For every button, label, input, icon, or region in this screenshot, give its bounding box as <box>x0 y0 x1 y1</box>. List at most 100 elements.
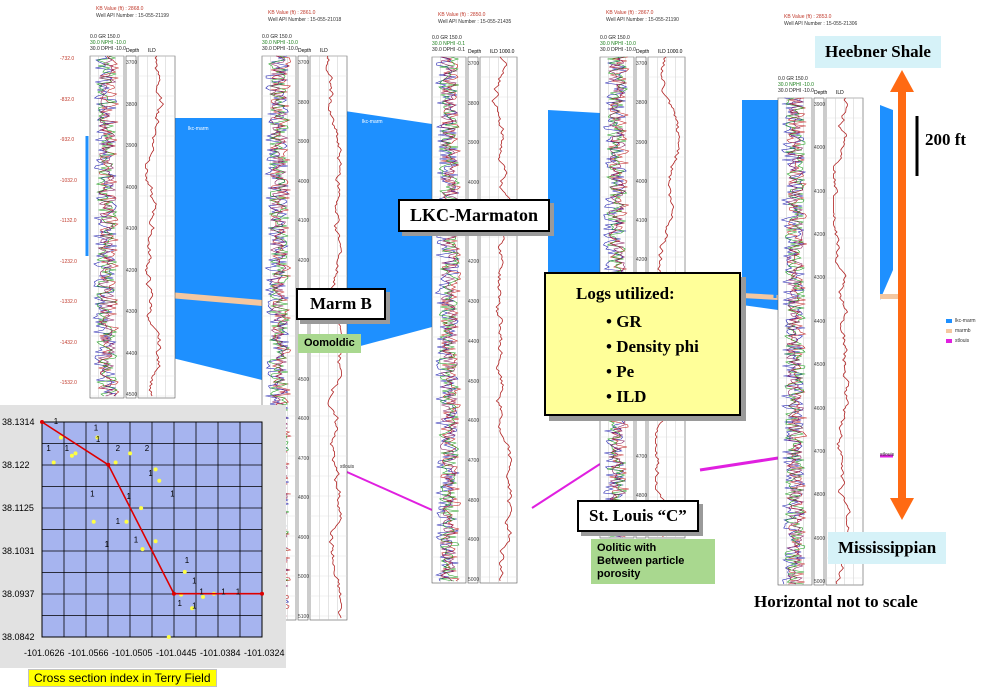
depth-label: 4000 <box>636 178 648 185</box>
elevation-label: -732.0 <box>60 56 75 62</box>
ild-header: ILD <box>148 48 156 54</box>
marm-b-band <box>742 293 778 300</box>
depth-header: Depth <box>126 48 140 54</box>
depth-label: 4500 <box>468 378 480 385</box>
depth-label: 4100 <box>126 226 138 232</box>
mississippian-label: Mississippian <box>828 532 947 564</box>
logs-item: • ILD <box>606 387 647 406</box>
ild-curve <box>832 97 851 585</box>
logs-item: • Pe <box>606 362 635 381</box>
oolitic-label: Oolitic with Between particle porosity <box>591 539 715 584</box>
kb-value: KB Value (ft) : 2868.0 <box>96 6 144 12</box>
depth-label: 4100 <box>814 188 826 195</box>
well-location-dot <box>153 539 158 544</box>
depth-label: 4500 <box>298 376 310 383</box>
log-curve <box>785 97 805 585</box>
depth-column <box>467 56 479 584</box>
well-count-label: 1 <box>199 588 204 597</box>
elevation-label: -1432.0 <box>60 339 77 346</box>
well-count-label: 1 <box>46 444 51 453</box>
well-count-label: 1 <box>185 556 190 565</box>
depth-label: 4600 <box>298 416 310 423</box>
depth-label: 3800 <box>126 101 138 108</box>
api-number: Well API Number : 15-055-21018 <box>268 17 342 23</box>
depth-header: Depth <box>298 48 312 54</box>
depth-label: 4200 <box>636 257 648 264</box>
ild-curve <box>491 56 512 582</box>
curve-scale: 30.0 NPHI -10.0 <box>778 82 814 88</box>
oomoldic-label: Oomoldic <box>298 334 361 353</box>
depth-column <box>813 97 825 586</box>
ild-header: ILD 1000.0 <box>490 49 515 55</box>
depth-label: 4300 <box>468 299 480 306</box>
depth-label: 3700 <box>298 60 310 66</box>
map-x-tick: -101.0626 <box>24 648 65 658</box>
lkc-top-tag: lkc-marm <box>362 119 383 125</box>
depth-label: 4400 <box>814 318 826 325</box>
map-x-tick: -101.0324 <box>244 648 285 658</box>
curve-scale: 0.0 GR 150.0 <box>600 35 630 41</box>
lkc-marmaton-band <box>880 105 893 300</box>
map-y-tick: 38.1125 <box>2 503 34 513</box>
depth-label: 3700 <box>468 61 480 67</box>
depth-label: 3900 <box>814 102 826 108</box>
kb-value: KB Value (ft) : 2867.0 <box>606 10 654 16</box>
well-location-dot <box>58 435 63 440</box>
depth-column <box>125 55 137 399</box>
depth-label: 3900 <box>298 139 310 146</box>
curve-scale: 0.0 GR 150.0 <box>778 76 808 82</box>
kb-value: KB Value (ft) : 2861.0 <box>268 10 316 16</box>
logs-item: • GR <box>606 312 642 331</box>
depth-label: 3900 <box>468 140 480 147</box>
well-location-dot <box>139 506 144 511</box>
oolitic-line: porosity <box>597 568 641 580</box>
depth-label: 4600 <box>814 405 826 412</box>
map-y-tick: 38.1031 <box>2 546 35 556</box>
curve-scale: 30.0 NPHI -10.0 <box>90 40 126 46</box>
well-count-label: 1 <box>178 599 183 608</box>
depth-label: 4800 <box>814 492 826 499</box>
well-count-label: 1 <box>170 490 175 499</box>
ild-header: ILD 1000.0 <box>658 49 683 55</box>
curve-scale: 30.0 DPHI -10.0 <box>90 46 126 52</box>
depth-label: 4300 <box>814 275 826 282</box>
api-number: Well API Number : 15-055-21306 <box>784 21 858 27</box>
lkc-marmaton-callout: LKC-Marmaton <box>398 199 550 232</box>
curve-scale: 30.0 NPHI -10.0 <box>262 40 298 46</box>
depth-label: 4100 <box>636 218 648 224</box>
api-number: Well API Number : 15-055-21435 <box>438 19 512 25</box>
well-location-dot <box>69 453 74 458</box>
log-curve <box>439 56 459 582</box>
well-location-dot <box>95 435 100 440</box>
scale-label: 200 ft <box>925 130 967 149</box>
depth-label: 3800 <box>636 100 648 107</box>
depth-label: 4600 <box>636 414 648 421</box>
well-count-label: 1 <box>236 588 241 597</box>
curve-scale: 30.0 DPHI -10.0 <box>778 88 814 94</box>
well-location-dot <box>201 594 205 599</box>
oolitic-line: Oolitic with <box>597 542 657 554</box>
depth-label: 4200 <box>298 257 310 264</box>
well-count-label: 2 <box>116 444 121 453</box>
cross-section-well <box>106 462 111 467</box>
depth-label: 3800 <box>468 100 480 107</box>
depth-label: 4100 <box>298 218 310 225</box>
heebner-shale-label: Heebner Shale <box>815 36 941 68</box>
depth-label: 4500 <box>814 362 826 369</box>
well-location-dot <box>91 519 96 524</box>
depth-label: 4600 <box>468 418 480 425</box>
depth-label: 4000 <box>814 145 826 152</box>
depth-label: 4900 <box>814 535 826 542</box>
depth-label: 3700 <box>636 61 648 67</box>
depth-label: 3900 <box>126 143 138 149</box>
curve-scale: 30.0 DPHI -0.1 <box>432 47 466 53</box>
depth-label: 3700 <box>126 60 138 66</box>
logs-utilized-box: Logs utilized: • GR • Density phi • Pe •… <box>544 272 741 416</box>
depth-label: 4500 <box>126 392 138 398</box>
log-curve <box>784 97 806 585</box>
depth-label: 5100 <box>298 614 310 620</box>
well-count-label: 1 <box>192 601 197 610</box>
